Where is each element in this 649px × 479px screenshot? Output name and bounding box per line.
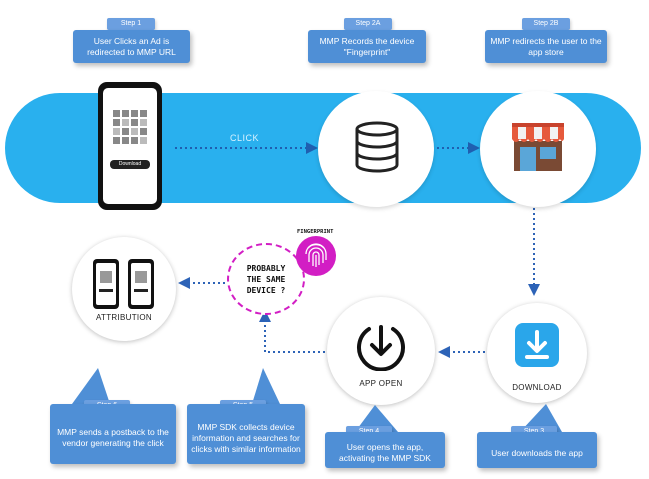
store-circle [480, 91, 596, 207]
probable-device-text: PROBABLY THE SAME DEVICE ? [246, 264, 286, 295]
step-2a-callout: MMP Records the device "Fingerprint" [308, 30, 426, 63]
download-circle: DOWNLOAD [487, 303, 587, 403]
step-2b-callout: MMP redirects the user to the app store [485, 30, 607, 63]
step-4-callout: User opens the app, activating the MMP S… [325, 432, 445, 468]
step-2b-tag: Step 2B [522, 18, 570, 30]
probable-device-circle: PROBABLY THE SAME DEVICE ? [227, 243, 305, 315]
qr-code-icon [113, 110, 147, 144]
fingerprint-icon [296, 236, 336, 276]
attribution-label: ATTRIBUTION [95, 313, 153, 322]
step-5-callout: MMP SDK collects device information and … [187, 404, 305, 464]
step-3-callout: User downloads the app [477, 432, 597, 468]
attribution-circle: ATTRIBUTION [72, 237, 176, 341]
attribution-phones-icon [93, 259, 154, 309]
app-open-circle: APP OPEN [327, 297, 435, 405]
step-2a-tag: Step 2A [344, 18, 392, 30]
database-circle [318, 91, 434, 207]
arrow-appopen-to-probable [259, 310, 325, 353]
download-icon [515, 323, 559, 367]
step-4-pointer [355, 405, 398, 432]
step-6-callout: MMP sends a postback to the vendor gener… [50, 404, 176, 464]
download-label: DOWNLOAD [512, 383, 562, 392]
step-1-tag: Step 1 [107, 18, 155, 30]
app-open-label: APP OPEN [359, 379, 403, 388]
phone-download-button[interactable]: Download [110, 160, 150, 169]
store-icon [512, 123, 564, 171]
phone-icon: Download [98, 82, 162, 210]
app-open-icon [357, 325, 405, 371]
step-5-pointer [252, 368, 280, 404]
step-6-pointer [72, 368, 110, 404]
step-1-callout: User Clicks an Ad is redirected to MMP U… [73, 30, 190, 63]
database-icon [355, 121, 399, 173]
fingerprint-label: FINGERPRINT [297, 229, 334, 235]
step-3-pointer [520, 404, 562, 432]
click-label: CLICK [230, 133, 260, 143]
